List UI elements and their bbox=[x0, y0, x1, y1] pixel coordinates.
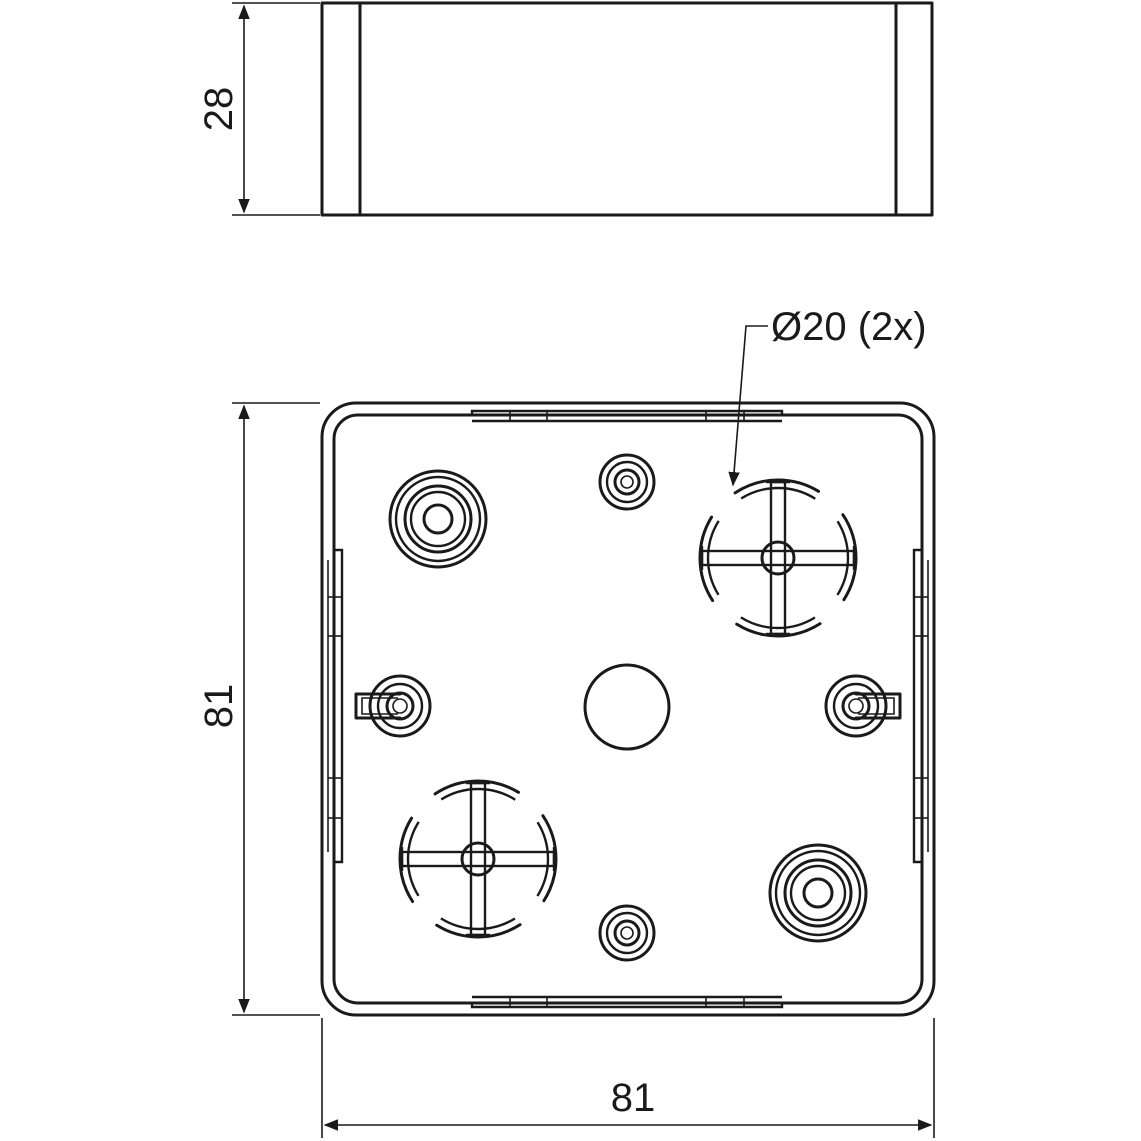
knockout-top-right bbox=[698, 478, 858, 638]
front-width-label: 81 bbox=[611, 1076, 656, 1120]
side-view bbox=[320, 1, 934, 217]
small-boss-top bbox=[598, 453, 656, 511]
front-height-label: 81 bbox=[197, 684, 241, 729]
screw-boss-bottom-right bbox=[768, 843, 868, 943]
small-boss-bottom bbox=[598, 904, 656, 962]
front-width-dimension: 81 bbox=[321, 1018, 935, 1138]
side-height-dimension: 28 bbox=[197, 2, 320, 216]
center-hole bbox=[583, 663, 671, 751]
knockout-callout: Ø20 (2x) bbox=[728, 305, 927, 487]
front-view bbox=[320, 401, 936, 1017]
side-view-outline bbox=[320, 1, 934, 217]
front-height-dimension: 81 bbox=[197, 402, 320, 1016]
outer-wall bbox=[320, 401, 936, 1017]
top-rail bbox=[470, 409, 784, 423]
bottom-rail bbox=[470, 995, 784, 1009]
right-rail bbox=[912, 548, 929, 864]
side-height-label: 28 bbox=[197, 87, 241, 132]
inner-wall bbox=[332, 413, 924, 1005]
keyhole-mount-right bbox=[824, 674, 902, 738]
left-rail bbox=[327, 548, 344, 864]
knockout-callout-label: Ø20 (2x) bbox=[771, 305, 927, 349]
keyhole-mount-left bbox=[354, 674, 432, 738]
knockout-bottom-left bbox=[398, 779, 558, 939]
screw-boss-top-left bbox=[388, 469, 488, 569]
